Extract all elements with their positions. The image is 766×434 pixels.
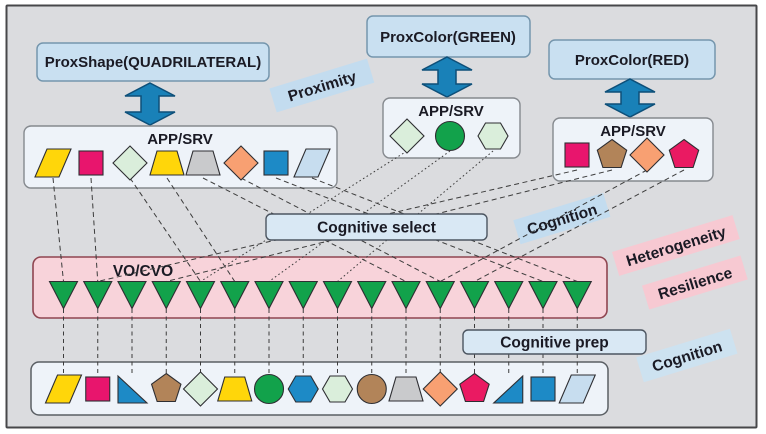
- vo-cvo-triangle-down-icon: [425, 280, 456, 310]
- bidirectional-arrows: [124, 56, 656, 126]
- line-quadrilateral-to-vo: [90, 177, 99, 282]
- prox-color-red-box-label: ProxColor(RED): [575, 52, 689, 69]
- app-srv-label-red: APP/SRV: [600, 123, 666, 140]
- app-srv-label-green: APP/SRV: [418, 103, 484, 120]
- app-srv-quadrilateral-trapezoid-icon: [149, 150, 185, 176]
- object-parallelogram-icon: [558, 374, 597, 404]
- line-quadrilateral-to-vo: [52, 177, 64, 282]
- object-square-icon: [530, 376, 556, 402]
- vo-cvo-triangle-down-icon: [254, 280, 284, 310]
- bidirectional-arrow-icon: [421, 56, 473, 98]
- object-circle-icon: [356, 373, 387, 405]
- cognitive-select-label: Cognitive select: [317, 220, 436, 237]
- bottom-row-shapes-layer: [44, 371, 597, 407]
- prox-color-red-box: [548, 39, 716, 80]
- bidirectional-arrow-icon: [124, 82, 176, 126]
- line-red-to-vo: [440, 169, 648, 282]
- object-hexagon-icon: [287, 375, 319, 403]
- object-pentagon-icon: [459, 372, 490, 403]
- vo-cvo-triangle-down-icon: [288, 280, 319, 310]
- object-right-triangle-mirrored-icon: [492, 374, 524, 404]
- line-quadrilateral-to-vo: [311, 177, 578, 282]
- object-trapezoid-icon: [388, 376, 424, 402]
- app-srv-quadrilateral-square-icon: [263, 150, 289, 176]
- app-srv-red-pentagon-icon: [596, 138, 628, 169]
- cognitive-prep-box: [462, 329, 647, 355]
- app-srv-quadrilateral-diamond-icon: [112, 145, 148, 181]
- proximity-label-bg: [269, 58, 375, 113]
- app-srv-quadrilateral-trapezoid-icon: [185, 150, 221, 176]
- cognitive-select-box: [265, 213, 488, 241]
- vo-cvo-triangle-down-icon: [322, 280, 353, 310]
- vo-cvo-band: [32, 256, 608, 319]
- line-red-to-vo: [97, 169, 578, 282]
- app-srv-quadrilateral-square-icon: [78, 150, 104, 176]
- bidirectional-arrow-icon: [604, 78, 656, 118]
- app-srv-green-diamond-icon: [389, 118, 425, 154]
- app-srv-red-square-icon: [564, 142, 590, 168]
- line-red-to-vo: [474, 169, 685, 282]
- vo-triangles-layer: [48, 280, 593, 310]
- app-srv-label-quadrilateral: APP/SRV: [147, 131, 213, 148]
- object-square-icon: [85, 376, 111, 402]
- vo-cvo-triangle-down-icon: [219, 280, 250, 310]
- object-hexagon-icon: [321, 375, 354, 403]
- app-srv-quadrilateral-parallelogram-icon: [34, 148, 72, 178]
- app-srv-red-pentagon-icon: [668, 138, 700, 169]
- line-quadrilateral-to-vo: [166, 177, 236, 282]
- cognitive-prep-label: Cognitive prep: [500, 335, 609, 352]
- app-srv-green-hexagon-icon: [477, 122, 509, 150]
- app-srv-box-red: [552, 117, 714, 182]
- object-parallelogram-icon: [44, 374, 83, 404]
- vo-cvo-triangle-down-icon: [151, 280, 182, 310]
- object-circle-icon: [253, 373, 285, 405]
- prox-color-green-box-label: ProxColor(GREEN): [380, 29, 516, 46]
- vo-cvo-triangle-down-icon: [562, 280, 593, 310]
- vo-cvo-triangle-down-icon: [528, 280, 558, 310]
- vo-cvo-triangle-down-icon: [493, 280, 524, 310]
- object-pentagon-icon: [150, 372, 182, 403]
- app-srv-quadrilateral-parallelogram-icon: [293, 148, 331, 178]
- app-srv-quadrilateral-diamond-icon: [223, 145, 259, 181]
- resilience-label-bg: [641, 255, 748, 310]
- heterogeneity-label-bg: [611, 215, 740, 276]
- object-trapezoid-icon: [217, 376, 253, 402]
- vo-cvo-triangle-down-icon: [356, 280, 387, 310]
- app-srv-red-diamond-icon: [629, 137, 665, 173]
- line-quadrilateral-to-vo: [129, 177, 201, 282]
- object-diamond-icon: [182, 371, 219, 407]
- prox-shape-box-label: ProxShape(QUADRILATERAL): [45, 54, 261, 71]
- line-quadrilateral-to-vo: [275, 177, 544, 282]
- vo-cvo-triangle-down-icon: [82, 280, 113, 310]
- object-right-triangle-icon: [117, 374, 149, 404]
- vo-cvo-triangle-down-icon: [459, 280, 490, 310]
- vo-cvo-triangle-down-icon: [391, 280, 421, 310]
- cognition-upper-label-bg: [513, 192, 611, 245]
- line-green-to-vo: [268, 150, 451, 282]
- vo-cvo-triangle-down-icon: [185, 280, 216, 310]
- object-diamond-icon: [422, 371, 459, 407]
- vo-cvo-triangle-down-icon: [48, 280, 79, 310]
- cognition-lower-label-bg: [636, 328, 738, 383]
- prox-shape-box: [36, 42, 270, 82]
- vo-cvo-triangle-down-icon: [117, 280, 147, 310]
- vo-cvo-label: VO/CVO: [113, 263, 173, 280]
- app-srv-green-circle-icon: [434, 120, 466, 152]
- app-srv-shapes-layer: [34, 118, 700, 181]
